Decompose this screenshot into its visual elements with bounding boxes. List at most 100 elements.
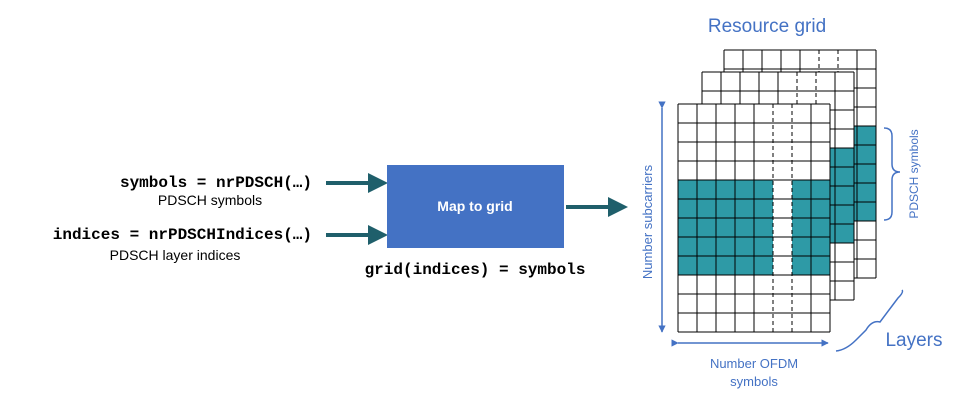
resource-element: [735, 123, 754, 142]
resource-element: [735, 142, 754, 161]
resource-element: [773, 256, 792, 275]
resource-element: [678, 104, 697, 123]
pdsch-cell: [697, 199, 716, 218]
resource-element: [773, 123, 792, 142]
resource-element: [735, 313, 754, 332]
pdsch-cell: [678, 218, 697, 237]
resource-element: [857, 88, 876, 107]
pdsch-cell: [697, 237, 716, 256]
pdsch-cell: [716, 180, 735, 199]
pdsch-cell: [678, 256, 697, 275]
pdsch-cell: [792, 237, 811, 256]
resource-element: [735, 104, 754, 123]
pdsch-cell: [735, 237, 754, 256]
resource-element: [773, 180, 792, 199]
resource-element: [773, 275, 792, 294]
pdsch-cell: [811, 218, 830, 237]
resource-element: [716, 161, 735, 180]
pdsch-cell: [857, 183, 876, 202]
pdsch-cell: [811, 199, 830, 218]
resource-element: [835, 243, 854, 262]
resource-element: [762, 50, 781, 69]
pdsch-cell: [857, 145, 876, 164]
resource-element: [857, 221, 876, 240]
map-to-grid-box: [387, 165, 564, 248]
resource-element: [811, 275, 830, 294]
resource-element: [735, 275, 754, 294]
resource-element: [792, 123, 811, 142]
resource-element: [724, 50, 743, 69]
resource-element: [781, 50, 800, 69]
resource-element: [857, 240, 876, 259]
resource-element: [754, 313, 773, 332]
resource-element: [697, 275, 716, 294]
resource-grid-layers: [677, 49, 877, 333]
resource-element: [773, 237, 792, 256]
pdsch-cell: [697, 218, 716, 237]
resource-element: [857, 107, 876, 126]
pdsch-cell: [754, 218, 773, 237]
resource-element: [754, 104, 773, 123]
resource-element: [811, 294, 830, 313]
pdsch-cell: [754, 256, 773, 275]
resource-element: [811, 104, 830, 123]
resource-element: [792, 104, 811, 123]
ofdm-label-line2: symbols: [730, 374, 778, 389]
pdsch-cell: [697, 256, 716, 275]
resource-element: [754, 275, 773, 294]
resource-element: [716, 294, 735, 313]
resource-grid-title: Resource grid: [708, 16, 826, 37]
resource-element: [721, 72, 740, 91]
resource-element: [811, 142, 830, 161]
pdsch-cell: [735, 199, 754, 218]
symbols-code: symbols = nrPDSCH(…): [120, 174, 312, 192]
resource-element: [816, 72, 835, 91]
pdsch-cell: [716, 256, 735, 275]
resource-element: [773, 294, 792, 313]
pdsch-cell: [811, 256, 830, 275]
resource-element: [835, 91, 854, 110]
resource-element: [819, 50, 838, 69]
resource-element: [759, 72, 778, 91]
indices-code: indices = nrPDSCHIndices(…): [53, 226, 312, 244]
pdsch-cell: [716, 199, 735, 218]
pdsch-cell: [697, 180, 716, 199]
pdsch-cell: [792, 256, 811, 275]
resource-element: [697, 161, 716, 180]
resource-element: [773, 199, 792, 218]
pdsch-cell: [792, 218, 811, 237]
pdsch-cell: [735, 256, 754, 275]
pdsch-brace: [883, 127, 901, 221]
resource-element: [792, 161, 811, 180]
resource-element: [716, 275, 735, 294]
pdsch-cell: [792, 180, 811, 199]
pdsch-cell: [835, 205, 854, 224]
pdsch-cell: [735, 180, 754, 199]
resource-element: [773, 142, 792, 161]
resource-element: [743, 50, 762, 69]
resource-element: [792, 142, 811, 161]
resource-element: [792, 313, 811, 332]
resource-element: [678, 161, 697, 180]
resource-element: [716, 313, 735, 332]
pdsch-cell: [678, 180, 697, 199]
resource-element: [835, 72, 854, 91]
ofdm-label-line1: Number OFDM: [710, 356, 798, 371]
resource-element: [678, 275, 697, 294]
pdsch-cell: [811, 237, 830, 256]
pdsch-brace-label: PDSCH symbols: [907, 129, 921, 218]
resource-element: [740, 72, 759, 91]
grid-layer: [677, 103, 831, 333]
resource-element: [678, 313, 697, 332]
pdsch-cell: [716, 237, 735, 256]
symbols-caption: PDSCH symbols: [158, 192, 262, 208]
pdsch-cell: [792, 199, 811, 218]
pdsch-cell: [857, 202, 876, 221]
resource-element: [678, 142, 697, 161]
resource-element: [697, 104, 716, 123]
resource-element: [835, 110, 854, 129]
resource-element: [773, 218, 792, 237]
resource-element: [811, 161, 830, 180]
pdsch-cell: [811, 180, 830, 199]
